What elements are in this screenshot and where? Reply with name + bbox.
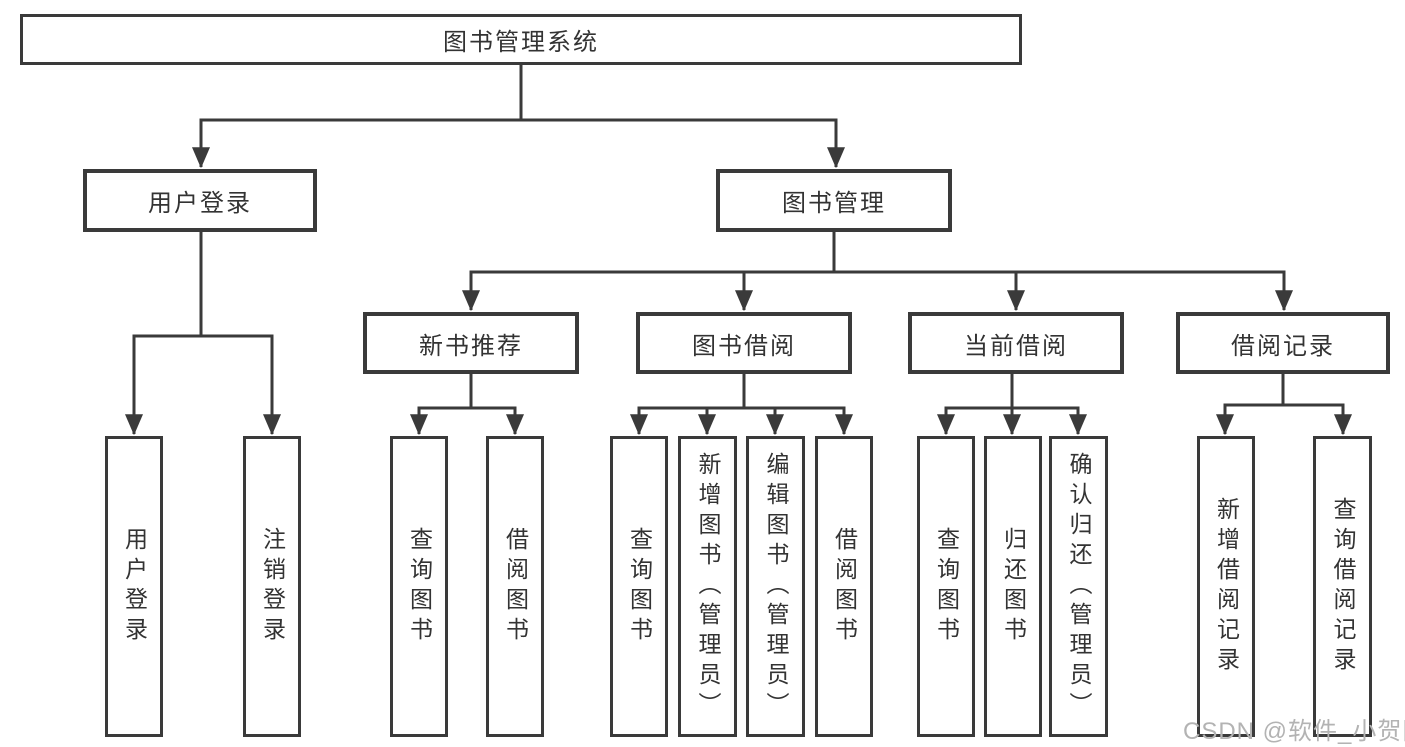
leaf-borrow-borrow-books: 借阅图书 xyxy=(815,436,873,737)
edge-recommend-trunk xyxy=(417,374,517,410)
node-user-login: 用户登录 xyxy=(83,169,317,232)
edge-root-trunk xyxy=(199,65,838,122)
node-new-book-recommend: 新书推荐 xyxy=(363,312,579,374)
leaf-recommend-query-books: 查询图书 xyxy=(390,436,448,737)
csdn-watermark: CSDN @软件_小贺同学 xyxy=(1183,718,1405,745)
node-book-management: 图书管理 xyxy=(716,169,952,232)
leaf-borrow-query-books: 查询图书 xyxy=(610,436,668,737)
node-label: 借阅图书 xyxy=(831,526,858,647)
node-label: 编辑图书（管理员） xyxy=(763,451,789,722)
node-label: 查询图书 xyxy=(626,526,653,647)
leaf-records-query-record: 查询借阅记录 xyxy=(1313,436,1372,737)
leaf-borrow-edit-books-admin: 编辑图书（管理员） xyxy=(746,436,805,737)
node-label: 查询借阅记录 xyxy=(1330,496,1356,677)
leaf-records-add-record: 新增借阅记录 xyxy=(1197,436,1255,737)
node-root: 图书管理系统 xyxy=(20,14,1022,65)
node-label: 查询图书 xyxy=(406,526,433,647)
leaf-logout: 注销登录 xyxy=(243,436,301,737)
node-label: 查询图书 xyxy=(933,526,960,647)
node-label: 借阅记录 xyxy=(1231,332,1335,360)
leaf-current-return-books: 归还图书 xyxy=(984,436,1042,737)
leaf-current-confirm-return-admin: 确认归还（管理员） xyxy=(1049,436,1108,737)
leaf-borrow-add-books-admin: 新增图书（管理员） xyxy=(678,436,737,737)
node-label: 新书推荐 xyxy=(419,332,523,360)
node-label: 新增图书（管理员） xyxy=(695,451,721,722)
edge-records-trunk xyxy=(1223,374,1345,407)
edge-user-trunk xyxy=(132,232,274,338)
node-label: 用户登录 xyxy=(148,190,252,217)
node-label: 图书借阅 xyxy=(692,332,796,360)
node-label: 图书管理系统 xyxy=(443,29,599,56)
node-label: 图书管理 xyxy=(782,190,886,217)
node-borrow-records: 借阅记录 xyxy=(1176,312,1390,374)
node-label: 新增借阅记录 xyxy=(1213,496,1240,677)
edge-current-trunk xyxy=(944,374,1080,410)
node-label: 确认归还（管理员） xyxy=(1066,451,1092,722)
leaf-user-login: 用户登录 xyxy=(105,436,163,737)
node-label: 当前借阅 xyxy=(964,332,1068,360)
edge-management-trunk xyxy=(469,232,1286,274)
node-label: 用户登录 xyxy=(121,526,148,647)
node-book-borrow: 图书借阅 xyxy=(636,312,852,374)
edge-borrow-trunk xyxy=(637,374,846,410)
node-label: 借阅图书 xyxy=(502,526,529,647)
node-current-borrow: 当前借阅 xyxy=(908,312,1124,374)
node-label: 注销登录 xyxy=(259,526,286,647)
node-label: 归还图书 xyxy=(1000,526,1027,647)
leaf-current-query-books: 查询图书 xyxy=(917,436,975,737)
leaf-recommend-borrow-books: 借阅图书 xyxy=(486,436,544,737)
